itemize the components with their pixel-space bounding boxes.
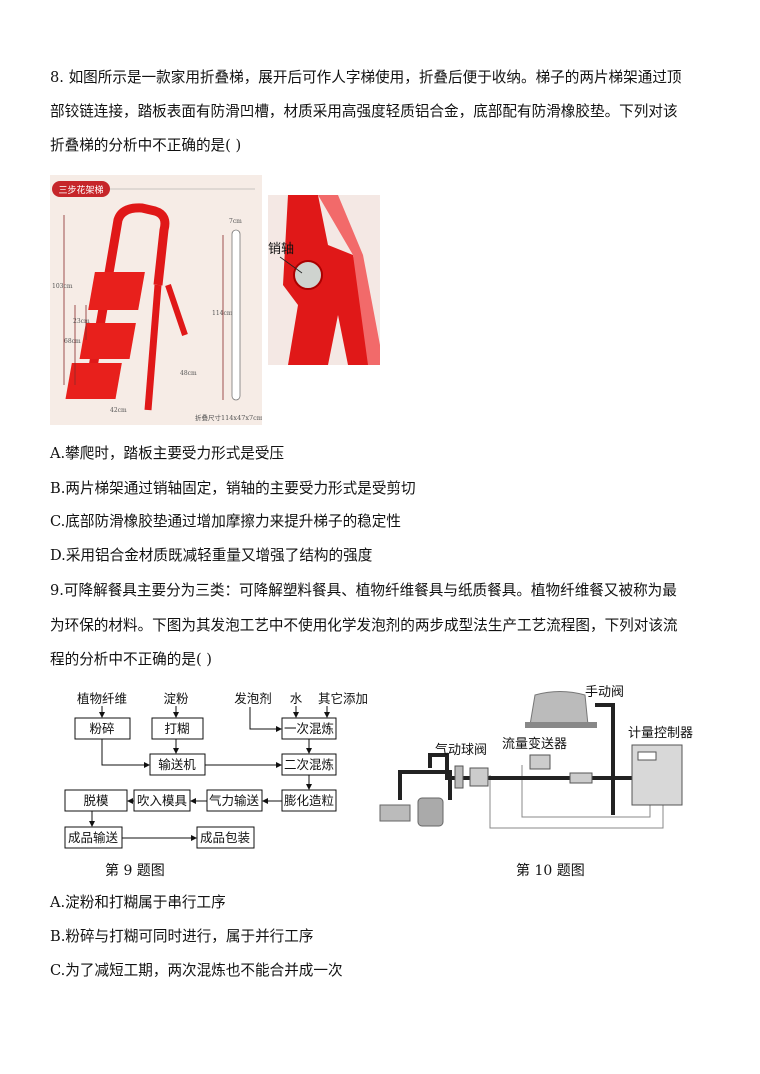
q9-stem-line-3: 程的分析中不正确的是( ) <box>50 651 212 668</box>
flow-box: 成品输送 <box>68 830 119 845</box>
ladder-banner: 三步花架梯 <box>58 184 103 196</box>
input-label: 发泡剂 <box>234 691 272 706</box>
manual-valve-label: 手动阀 <box>585 685 624 700</box>
input-label: 植物纤维 <box>77 691 127 706</box>
process-flowchart: 植物纤维 淀粉 发泡剂 水 其它添加 <box>64 691 368 849</box>
dim-label: 103cm <box>52 283 73 290</box>
flow-box: 打糊 <box>164 721 189 736</box>
input-label: 淀粉 <box>163 691 189 706</box>
folded-size-label: 折叠尺寸114x47x7cm <box>195 413 262 422</box>
input-label: 水 <box>290 691 303 706</box>
q8-stem-line-1: 8. 如图所示是一款家用折叠梯，展开后可作人字梯使用，折叠后便于收纳。梯子的两片… <box>50 69 682 86</box>
q9-option-c: C.为了减短工期，两次混炼也不能合并成一次 <box>50 962 343 979</box>
q9-option-b: B.粉碎与打糊可同时进行，属于并行工序 <box>50 928 314 945</box>
flow-transmitter-label: 流量变送器 <box>502 736 567 752</box>
q8-option-a: A.攀爬时，踏板主要受力形式是受压 <box>50 445 285 462</box>
fig10-caption: 第 10 题图 <box>516 863 585 879</box>
q8-stem-line-3: 折叠梯的分析中不正确的是( ) <box>50 137 242 154</box>
q8-option-c: C.底部防滑橡胶垫通过增加摩擦力来提升梯子的稳定性 <box>50 513 401 530</box>
fig9-caption: 第 9 题图 <box>105 863 165 879</box>
q8-option-b: B.两片梯架通过销轴固定，销轴的主要受力形式是受剪切 <box>50 480 416 497</box>
pin-closeup-figure: 销轴 <box>268 195 380 365</box>
dim-label: 68cm <box>64 338 81 345</box>
q9-option-a: A.淀粉和打糊属于串行工序 <box>50 894 226 911</box>
flow-box: 输送机 <box>158 757 196 772</box>
dim-label: 48cm <box>180 370 197 377</box>
meter-controller-label: 计量控制器 <box>628 726 693 741</box>
flow-box: 膨化造粒 <box>284 793 334 808</box>
q8-stem-line-2: 部铰链连接，踏板表面有防滑凹槽，材质采用高强度轻质铝合金，底部配有防滑橡胶垫。下… <box>50 103 678 120</box>
flow-box: 粉碎 <box>89 721 114 736</box>
pneumatic-ball-valve-label: 气动球阀 <box>435 742 487 758</box>
q9-stem-line-2: 为环保的材料。下图为其发泡工艺中不使用化学发泡剂的两步成型法生产工艺流程图，下列… <box>50 617 678 634</box>
flow-control-figure: 手动阀 计量控制器 气动球阀 流量变送器 <box>379 685 693 829</box>
flow-box: 吹入模具 <box>137 793 188 808</box>
pin-label: 销轴 <box>268 242 294 257</box>
dim-label: 7cm <box>229 218 242 225</box>
flow-box: 成品包装 <box>200 830 250 845</box>
flow-box: 一次混炼 <box>284 721 334 736</box>
flow-box: 气力输送 <box>209 793 260 808</box>
flow-box: 脱模 <box>83 793 109 808</box>
q8-option-d: D.采用铝合金材质既减轻重量又增强了结构的强度 <box>50 547 373 564</box>
dim-label: 42cm <box>110 407 127 414</box>
ladder-figure: 三步花架梯 103cm 23cm 68cm 42cm 48cm 7cm 114c… <box>50 175 262 425</box>
dim-label: 114cm <box>212 310 233 317</box>
q9-stem-line-1: 9.可降解餐具主要分为三类：可降解塑料餐具、植物纤维餐具与纸质餐具。植物纤维餐又… <box>50 582 677 599</box>
dim-label: 23cm <box>73 318 90 325</box>
input-label: 其它添加 <box>318 691 368 706</box>
flow-box: 二次混炼 <box>284 757 334 772</box>
